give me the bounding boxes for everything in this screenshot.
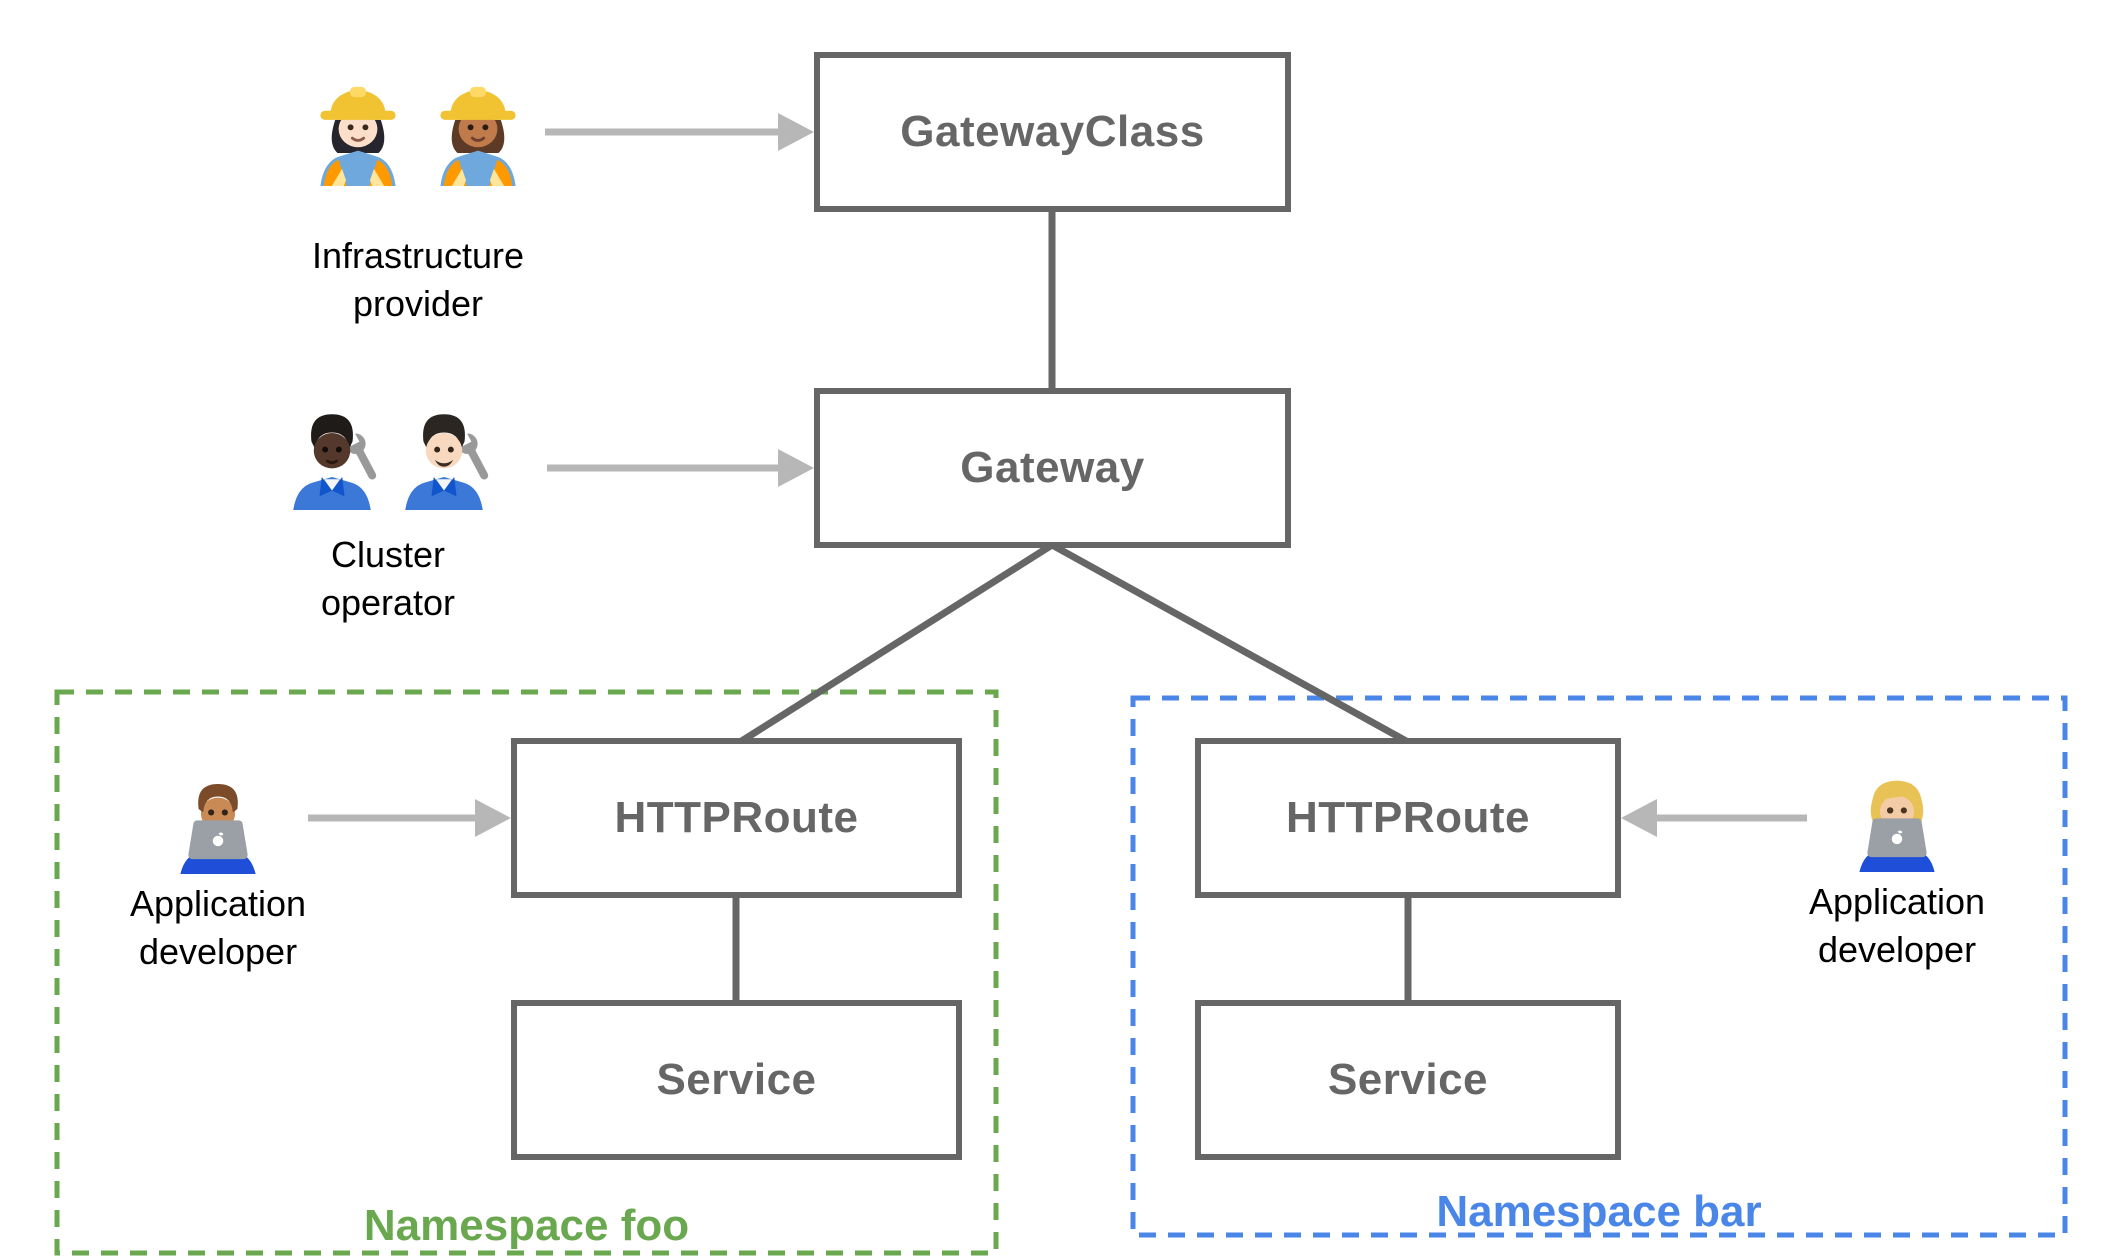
namespace-foo-label: Namespace foo xyxy=(363,1201,690,1250)
arrow-cluster-operator-to-gateway xyxy=(547,449,814,487)
namespace-foo-border xyxy=(54,689,999,1256)
persona-application-developer-foo: Application developer xyxy=(58,760,378,976)
node-gateway: Gateway xyxy=(814,388,1291,548)
connector-gateway-httproute-bar xyxy=(1048,541,1412,746)
node-httproute-foo: HTTPRoute xyxy=(511,738,962,898)
arrow-application-developer-to-httproute-bar xyxy=(1621,799,1807,837)
node-gatewayclass-label: GatewayClass xyxy=(900,107,1205,156)
mechanic-dark-skin-icon xyxy=(293,414,377,510)
persona-infrastructure-label-line2: provider xyxy=(352,283,484,324)
arrow-application-developer-to-httproute-foo xyxy=(308,799,511,837)
namespace-bar-label: Namespace bar xyxy=(1436,1187,1762,1236)
arrow-infrastructure-provider-to-gatewayclass xyxy=(545,113,814,151)
node-gateway-label: Gateway xyxy=(960,443,1145,492)
namespace-bar-border xyxy=(1130,695,2068,1238)
woman-construction-worker-medium-skin-icon xyxy=(440,86,516,186)
woman-technologist-blonde-icon xyxy=(1859,780,1935,872)
node-httproute-bar-label: HTTPRoute xyxy=(1285,793,1531,842)
connector-gateway-httproute-foo xyxy=(736,541,1056,746)
node-service-foo: Service xyxy=(511,1000,962,1160)
persona-infrastructure-provider: Infrastructure provider xyxy=(258,72,578,328)
persona-cluster-operator: Cluster operator xyxy=(228,396,548,627)
node-service-foo-label: Service xyxy=(656,1055,817,1104)
persona-infrastructure-label-line1: Infrastructure xyxy=(311,235,525,276)
persona-cluster-label-line1: Cluster xyxy=(330,534,446,575)
node-httproute-foo-label: HTTPRoute xyxy=(614,793,859,842)
node-httproute-bar: HTTPRoute xyxy=(1195,738,1621,898)
persona-dev-foo-label-line1: Application xyxy=(129,883,307,924)
node-service-bar: Service xyxy=(1195,1000,1621,1160)
woman-construction-worker-light-skin-icon xyxy=(320,86,396,186)
man-mechanic-light-skin-icon xyxy=(405,414,489,510)
man-technologist-medium-skin-icon xyxy=(180,783,256,874)
persona-cluster-label-line2: operator xyxy=(320,582,456,623)
node-service-bar-label: Service xyxy=(1327,1055,1489,1104)
persona-dev-foo-label-line2: developer xyxy=(138,931,298,972)
persona-dev-bar-label-line2: developer xyxy=(1817,929,1977,970)
persona-application-developer-bar: Application developer xyxy=(1737,758,2057,974)
node-gatewayclass: GatewayClass xyxy=(814,52,1291,212)
persona-dev-bar-label-line1: Application xyxy=(1808,881,1986,922)
